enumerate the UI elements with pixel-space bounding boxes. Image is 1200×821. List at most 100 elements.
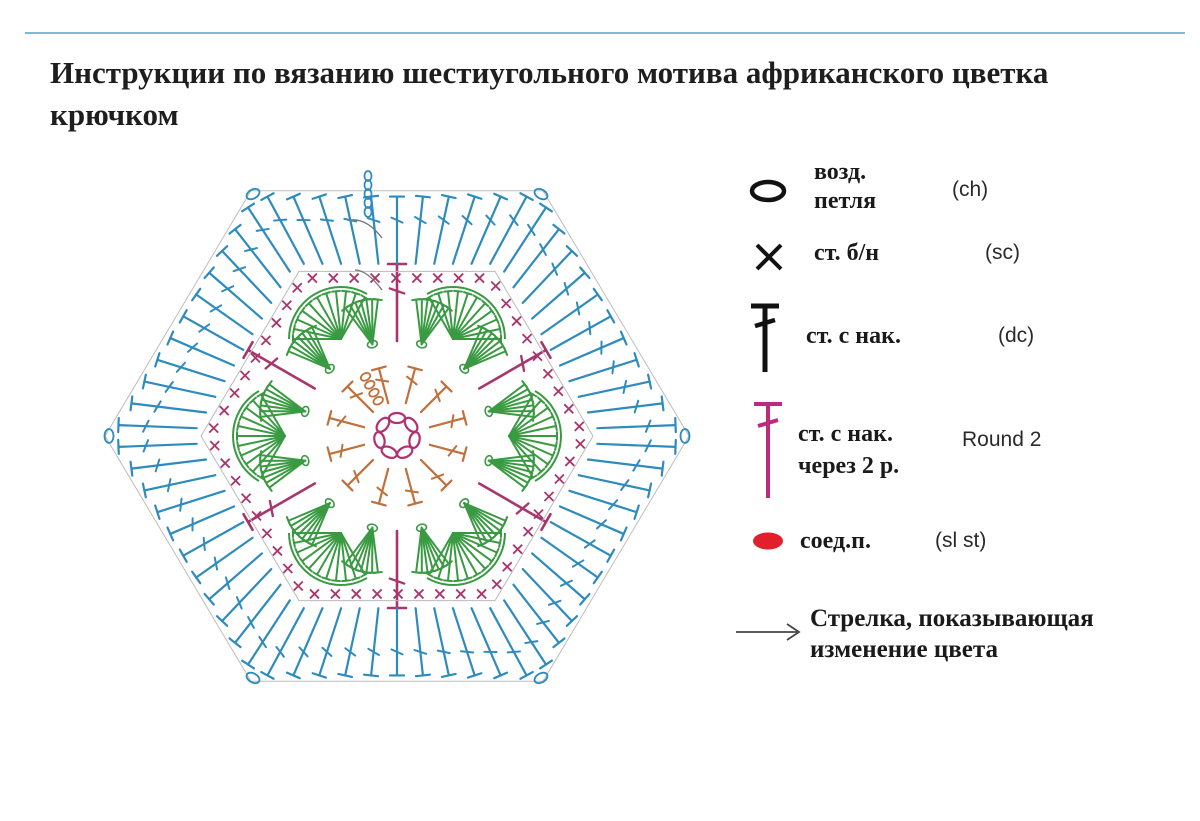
single-crochet-mark xyxy=(432,272,443,284)
single-crochet-mark xyxy=(328,272,339,284)
chain-mark xyxy=(679,428,691,444)
long-double-crochet xyxy=(477,340,552,390)
petal-stitch xyxy=(508,435,556,461)
petal-stitch xyxy=(487,459,529,492)
long-double-crochet xyxy=(386,262,408,343)
single-crochet-mark xyxy=(553,386,564,397)
outer-double-crochet xyxy=(489,607,534,680)
petal-stitch xyxy=(340,531,361,581)
single-crochet-mark xyxy=(474,272,485,284)
petal-stitch xyxy=(452,294,482,341)
single-crochet-mark xyxy=(349,272,360,284)
legend-abbr-single-crochet: (sc) xyxy=(985,241,1020,264)
petal-stitch xyxy=(452,289,463,341)
sc-guide-line xyxy=(200,270,594,602)
single-crochet-mark xyxy=(491,579,502,590)
single-crochet-mark xyxy=(220,458,231,469)
petal-stitch xyxy=(508,421,558,437)
slip-stitch-icon xyxy=(753,532,783,550)
outer-double-crochet xyxy=(512,583,566,649)
chain-mark xyxy=(324,363,335,374)
outer-double-crochet xyxy=(363,194,381,265)
outer-double-crochet xyxy=(577,474,653,499)
single-crochet-mark xyxy=(542,368,554,379)
single-crochet-mark xyxy=(372,588,383,600)
outer-double-crochet xyxy=(568,489,640,520)
legend-label-double-crochet: ст. с нак. xyxy=(806,323,901,349)
single-crochet-mark xyxy=(521,333,533,344)
color-change-arrow xyxy=(349,219,383,239)
outer-double-crochet xyxy=(586,395,665,414)
chain-mark xyxy=(372,395,384,406)
outer-double-crochet xyxy=(577,373,653,398)
outer-double-crochet xyxy=(451,193,483,265)
chain-mark xyxy=(364,380,376,390)
outer-double-crochet xyxy=(178,521,245,563)
outer-double-crochet xyxy=(141,373,217,398)
outer-double-crochet xyxy=(388,195,406,265)
outer-double-crochet xyxy=(129,458,208,477)
round-1-stitch xyxy=(428,410,468,429)
chain-mark xyxy=(363,179,373,191)
single-crochet-mark xyxy=(307,272,318,284)
chain-mark xyxy=(366,523,379,533)
outer-double-crochet xyxy=(540,536,603,585)
round-1-stitch xyxy=(428,443,468,462)
petal-stitch xyxy=(236,431,286,441)
outer-double-crochet xyxy=(154,489,226,520)
outer-double-crochet xyxy=(311,193,343,265)
chain-mark xyxy=(368,387,380,398)
outer-double-crochet xyxy=(433,607,457,678)
petal-edge xyxy=(288,285,368,340)
single-crochet-mark xyxy=(261,528,273,539)
petal-edge xyxy=(426,532,506,587)
single-crochet-mark xyxy=(272,545,283,557)
petal-stitch xyxy=(242,435,286,469)
petals xyxy=(231,285,563,587)
petal-stitch xyxy=(443,289,454,341)
legend-abbr-chain: (ch) xyxy=(952,178,989,201)
round-1-stitch xyxy=(326,410,366,429)
petal-stitch xyxy=(292,334,342,345)
chain-mark xyxy=(363,170,373,182)
chain-icon xyxy=(749,179,787,203)
single-crochet-icon xyxy=(755,243,783,271)
chain-mark xyxy=(363,206,373,218)
outer-double-crochet xyxy=(388,607,406,677)
magic-ring xyxy=(373,411,421,460)
outer-double-crochet xyxy=(489,192,534,265)
petal-stitch xyxy=(508,391,538,437)
petal-stitch xyxy=(452,334,502,345)
outer-double-crochet xyxy=(414,194,431,265)
single-crochet-mark xyxy=(455,588,466,600)
long-double-crochet xyxy=(386,529,408,610)
outer-double-crochet xyxy=(363,607,380,678)
chain-mark xyxy=(324,498,335,509)
outer-double-crochet xyxy=(215,567,273,627)
petal-stitch xyxy=(340,294,370,341)
chain-mark xyxy=(415,523,428,533)
color-change-arrows xyxy=(349,219,383,291)
petal-stitch xyxy=(452,531,473,581)
petal-stitch xyxy=(452,531,496,566)
round-2-long-stitches xyxy=(242,262,552,610)
outer-double-crochet xyxy=(228,583,282,649)
petal-stitch xyxy=(292,527,342,538)
single-crochet-mark xyxy=(209,440,220,451)
single-crochet-mark xyxy=(250,352,261,364)
single-crochet-mark xyxy=(575,438,586,450)
outer-double-crochet xyxy=(470,192,509,265)
petal-stitch xyxy=(452,531,490,573)
petal-stitch xyxy=(292,324,342,341)
single-crochet-mark xyxy=(522,526,534,537)
petal-edge xyxy=(288,532,368,587)
petal-stitch xyxy=(265,380,307,413)
color-change-note: Стрелка, показывающая изменение цвета xyxy=(810,605,1094,663)
chain-mark xyxy=(408,431,421,449)
petal-stitch xyxy=(371,526,383,574)
outer-double-crochet xyxy=(203,266,263,320)
outer-double-crochet xyxy=(531,266,591,320)
single-crochet-mark xyxy=(293,580,304,592)
petal-stitch xyxy=(304,299,342,341)
petal-stitch xyxy=(256,435,286,481)
